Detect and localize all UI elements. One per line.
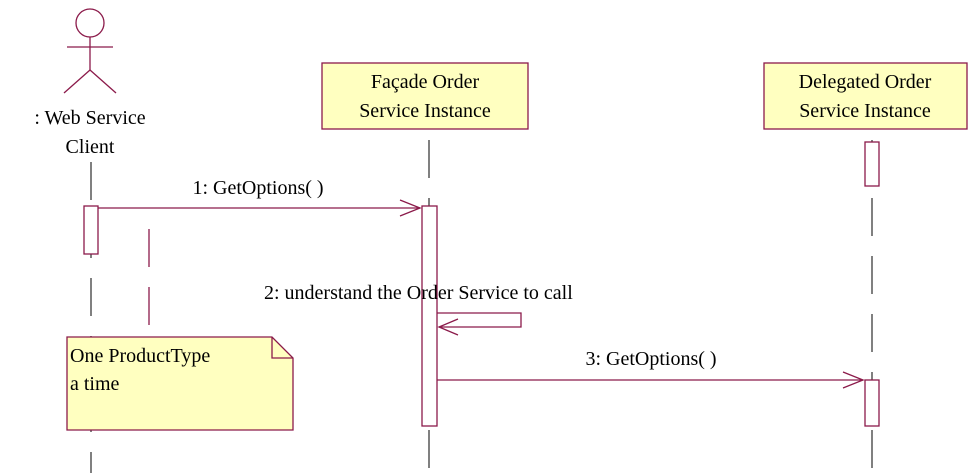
object-facade-box xyxy=(321,62,529,130)
object-facade-label-line2: Service Instance xyxy=(359,100,491,122)
message-3 xyxy=(437,371,865,389)
message-2 xyxy=(437,312,522,336)
message-3-arrowhead-icon xyxy=(842,371,865,389)
message-2-arrowhead-icon xyxy=(437,318,459,336)
note-text-line1: One ProductType xyxy=(70,345,210,367)
actor-stick-figure-icon xyxy=(63,8,117,94)
activation-facade xyxy=(421,205,438,427)
note-text-line2: a time xyxy=(70,373,120,395)
actor-label-line1: : Web Service xyxy=(34,107,145,129)
object-delegated-label-line2: Service Instance xyxy=(799,100,931,122)
object-delegated-label-line1: Delegated Order xyxy=(799,71,932,93)
object-facade-order-service: Façade Order Service Instance xyxy=(321,62,529,130)
actor-web-service-client: : Web Service Client xyxy=(34,8,146,158)
message-2-self-call-line xyxy=(437,312,522,328)
message-3-label: 3: GetOptions( ) xyxy=(585,348,716,370)
message-1-arrowhead-icon xyxy=(399,199,422,217)
note-folded-corner-icon xyxy=(271,337,293,359)
object-facade-label-line1: Façade Order xyxy=(371,71,480,93)
object-delegated-box xyxy=(763,62,968,130)
activation-delegated xyxy=(864,379,880,427)
messages xyxy=(98,199,865,389)
activation-client xyxy=(83,205,99,255)
actor-label-line2: Client xyxy=(66,136,115,158)
note-box xyxy=(66,336,294,431)
message-2-label: 2: understand the Order Service to call xyxy=(264,282,573,304)
activation-bars xyxy=(83,141,880,427)
activation-delegated-top xyxy=(864,141,880,187)
note: One ProductType a time xyxy=(66,229,294,431)
object-delegated-order-service: Delegated Order Service Instance xyxy=(763,62,968,130)
message-1 xyxy=(98,199,422,217)
message-labels: 1: GetOptions( ) 2: understand the Order… xyxy=(192,177,716,370)
message-1-label: 1: GetOptions( ) xyxy=(192,177,323,199)
